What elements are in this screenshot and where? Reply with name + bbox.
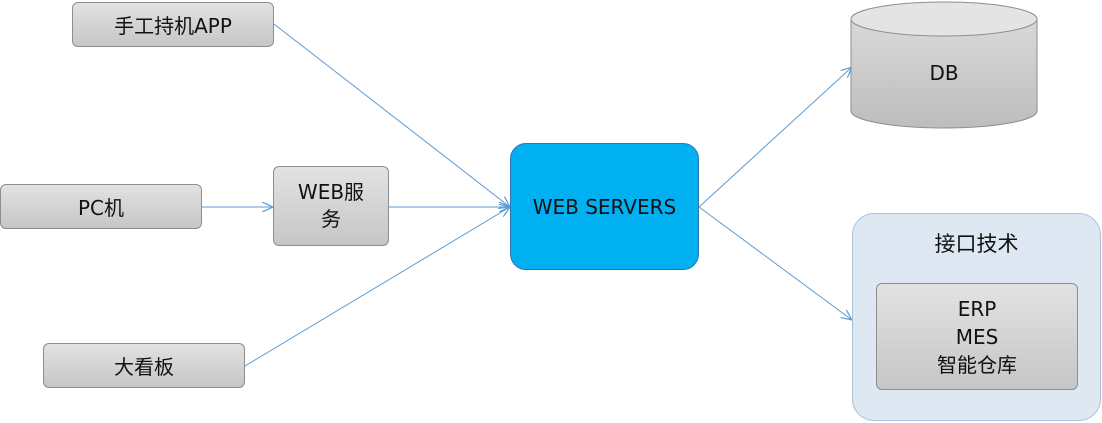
pc-label: PC机: [77, 196, 125, 220]
pc-node: PC机: [0, 184, 202, 229]
db-label: DB: [929, 61, 959, 85]
edge-servers-to-interface: [698, 206, 852, 320]
edge-servers-to-db: [698, 67, 852, 208]
edge-app-to-servers: [273, 23, 510, 207]
dashboard-label: 大看板: [114, 355, 174, 379]
db-node: DB: [850, 50, 1038, 96]
db-cylinder: [850, 1, 1038, 129]
system-erp: ERP: [957, 296, 997, 321]
web-servers-label: WEB SERVERS: [532, 194, 677, 219]
interface-tech-title: 接口技术: [934, 232, 1019, 256]
web-service-node: WEB服务: [273, 166, 389, 246]
system-smart-warehouse: 智能仓库: [937, 352, 1017, 377]
edge-dashboard-to-servers: [244, 207, 510, 367]
handheld-app-label: 手工持机APP: [114, 14, 232, 38]
dashboard-node: 大看板: [43, 343, 245, 388]
handheld-app-node: 手工持机APP: [72, 2, 274, 47]
web-servers-node: WEB SERVERS: [510, 143, 699, 270]
system-mes: MES: [955, 324, 999, 349]
web-service-label: WEB服务: [297, 180, 365, 231]
interface-systems-box: ERP MES 智能仓库: [876, 283, 1078, 390]
